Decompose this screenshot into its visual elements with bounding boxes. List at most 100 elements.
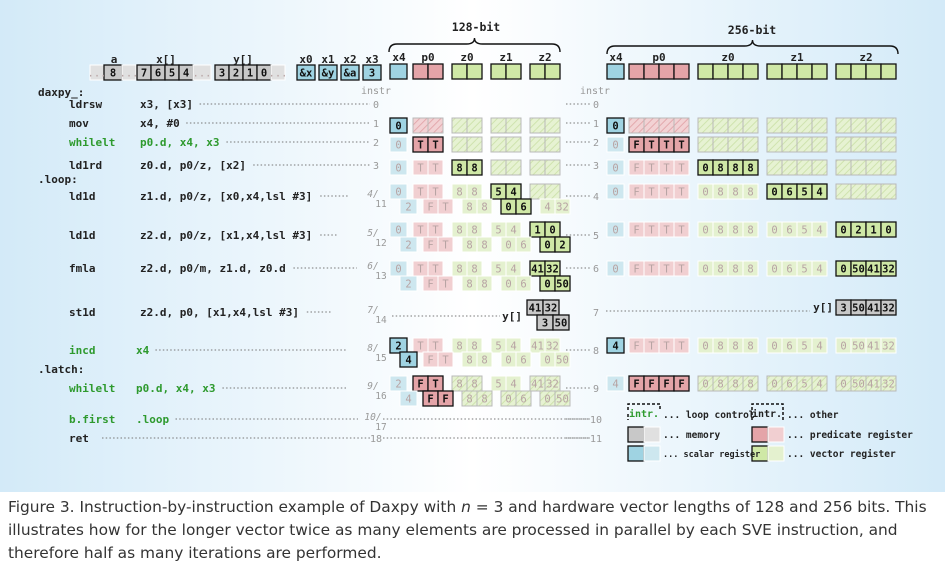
- z1-128-iter2: [515, 275, 532, 292]
- z1-256: [811, 337, 828, 354]
- vector-label-256-z1: z1: [790, 51, 804, 64]
- p0-128-value: T: [417, 341, 424, 353]
- z0-128-iter2-value: 8: [481, 240, 487, 252]
- z0-128-iter2-value: 8: [466, 279, 472, 291]
- z2-128-iter2: [554, 390, 571, 407]
- p0-128-value: T: [417, 163, 424, 175]
- z0-128-value: 8: [456, 379, 462, 391]
- p0-128-iter2-value: T: [442, 202, 449, 214]
- label-loop: .loop:: [38, 173, 78, 186]
- z1-128-iter2-value: 6: [520, 240, 526, 252]
- z2-256: [835, 183, 852, 200]
- x4-256-value: 4: [612, 379, 618, 391]
- z1-128-iter2: [515, 390, 532, 407]
- x4-256: [606, 337, 625, 354]
- z0-256-value: 8: [732, 163, 738, 175]
- z0-128-value: 8: [456, 187, 462, 199]
- z2-128: [544, 159, 561, 176]
- z2-256-value: 0: [885, 225, 891, 237]
- instr-label-128: instr: [361, 86, 391, 97]
- header-z1-256: [796, 63, 813, 80]
- z2-128-iter2: [554, 351, 571, 368]
- x4-128: [389, 183, 408, 200]
- legend-scalar-swatch-faded: [643, 445, 661, 462]
- z1-256-value: 6: [786, 379, 792, 391]
- z1-256: [766, 136, 783, 153]
- header-p0-256: [643, 63, 660, 80]
- z1-256-value: 4: [816, 379, 822, 391]
- z1-128-iter2-value: 0: [505, 279, 511, 291]
- z1-128-value: 5: [495, 379, 501, 391]
- legend-memory: ... memory: [663, 430, 720, 441]
- z1-256: [811, 221, 828, 238]
- z1-128-iter2: [515, 236, 532, 253]
- x4-128-iter2-value: 2: [405, 279, 411, 291]
- z2-256-value: 41: [867, 341, 880, 353]
- z0-256-value: 8: [732, 225, 738, 237]
- p0-128-value: T: [432, 379, 438, 391]
- x4-128-value: 2: [395, 379, 401, 391]
- z0-128-iter2-value: 8: [481, 202, 487, 214]
- z0-128-value: 8: [471, 264, 477, 276]
- z1-256: [781, 117, 798, 134]
- instruction-opcode: ld1d: [69, 229, 96, 242]
- instruction-operands: z2.d, p0, [x1,x4,lsl #3]: [140, 306, 299, 319]
- p0-256-value: T: [648, 264, 655, 276]
- z2-128-value: 32: [546, 264, 559, 276]
- instruction-number-128-second: 13: [375, 271, 386, 282]
- z2-256: [865, 117, 882, 134]
- loop-control-glyph: [627, 403, 661, 420]
- x4-256-value: 0: [612, 225, 618, 237]
- memory-x-cell-value: 6: [155, 68, 161, 80]
- instruction-number-256: 0: [593, 100, 599, 111]
- instruction-number-128: 5/: [367, 228, 378, 239]
- x4-256-value: 0: [612, 140, 618, 152]
- legend-memory-swatch-faded: [643, 426, 661, 443]
- z1-256: [781, 159, 798, 176]
- header-z0-256: [697, 63, 714, 80]
- instruction-opcode: ld1d: [69, 190, 96, 203]
- vector-label-128-z0: z0: [460, 51, 473, 64]
- instruction-opcode: incd: [69, 344, 96, 357]
- p0-128-iter2-value: F: [427, 394, 433, 406]
- p0-256-value: F: [648, 379, 654, 391]
- z2-256: [835, 159, 852, 176]
- p0-256-value: T: [648, 341, 655, 353]
- instruction-operands: x3, [x3]: [140, 98, 193, 111]
- z2-256: [880, 375, 897, 392]
- instruction-number-128: 10/: [364, 412, 381, 423]
- z1-256-value: 4: [816, 225, 822, 237]
- z0-128-iter2: [476, 351, 493, 368]
- p0-256-value: T: [663, 140, 669, 152]
- instruction-number-256: 3: [593, 161, 599, 172]
- z0-256-value: 8: [732, 379, 738, 391]
- instr-label-256: instr: [580, 86, 610, 97]
- z0-256-value: 0: [702, 379, 708, 391]
- header-z1-256: [781, 63, 798, 80]
- z0-256-value: 8: [717, 163, 723, 175]
- p0-128-iter2-value: T: [442, 355, 449, 367]
- instruction-number-128-second: 17: [375, 422, 386, 433]
- z2-128-iter2-value: 50: [556, 279, 569, 291]
- z0-256-value: 8: [747, 264, 753, 276]
- z1-256-value: 4: [816, 187, 822, 199]
- vector-label-256-z2: z2: [859, 51, 872, 64]
- z0-256-value: 8: [747, 225, 753, 237]
- instruction-number-256: 5: [593, 231, 599, 242]
- legend-intr-black: intr.: [752, 408, 782, 420]
- z0-256-value: 8: [717, 225, 723, 237]
- store-memory-256-value: 41: [867, 303, 880, 315]
- instruction-number-256: 9: [593, 384, 599, 395]
- z0-256: [697, 117, 714, 134]
- scalar-label-x1: x1: [321, 53, 335, 66]
- z1-256: [796, 117, 813, 134]
- z2-128-value: 41: [531, 264, 544, 276]
- memory-x-ellipsis: [192, 64, 212, 81]
- vector-label-128-z1: z1: [499, 51, 513, 64]
- z0-128: [451, 117, 468, 134]
- header-z0-256: [712, 63, 729, 80]
- p0-256-value: T: [663, 264, 670, 276]
- z0-256: [742, 260, 759, 277]
- instruction-opcode: ldrsw: [69, 98, 102, 111]
